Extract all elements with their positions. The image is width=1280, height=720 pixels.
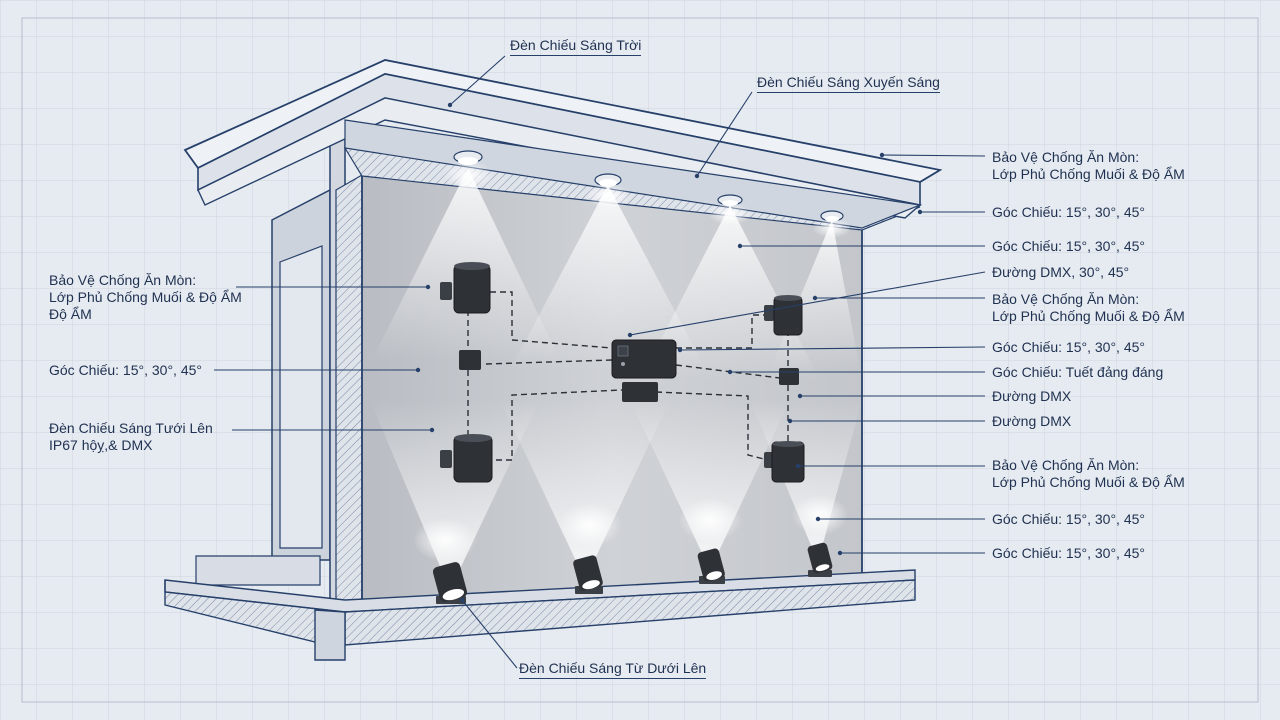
label-left-corrosion-line-3: Độ ẨM <box>49 306 92 322</box>
label-right-corrosion-3: Bảo Vệ Chống Ăn Mòn: Lớp Phủ Chống Muối … <box>992 457 1185 491</box>
downlight-fixture-1 <box>442 150 494 189</box>
label-right-corrosion-1-line-2: Lớp Phủ Chống Muối & Độ ẨM <box>992 166 1185 182</box>
label-left-wash: Đèn Chiếu Sáng Tưới Lên IP67 hộỵ,& DMX <box>49 420 213 454</box>
label-grazing-light: Đèn Chiếu Sáng Xuyến Sáng <box>757 74 940 93</box>
label-right-corrosion-1: Bảo Vệ Chống Ăn Mòn: Lớp Phủ Chống Muối … <box>992 149 1185 183</box>
label-right-angle-4: Góc Chiếu: 15°, 30°, 45° <box>992 511 1145 527</box>
ground-slab-edge <box>314 609 346 661</box>
junction-box-left <box>459 350 481 370</box>
downlight-fixture-3 <box>708 194 752 225</box>
wall-edge-hatch <box>335 173 363 613</box>
label-right-angle-1: Góc Chiếu: 15°, 30°, 45° <box>992 204 1145 220</box>
ground-uplight-2 <box>573 555 603 594</box>
label-left-corrosion: Bảo Vệ Chống Ăn Mòn: Lớp Phủ Chống Muối … <box>49 272 242 323</box>
uplight-beams <box>370 400 862 590</box>
label-right-dmx-1: Đường DMX <box>992 388 1072 404</box>
label-right-dmx-2: Đường DMX <box>992 413 1072 429</box>
label-right-corrosion-3-line-1: Bảo Vệ Chống Ăn Mòn: <box>992 457 1140 473</box>
label-right-corrosion-2-line-1: Bảo Vệ Chống Ăn Mòn: <box>992 291 1140 307</box>
side-doorway <box>279 245 323 549</box>
label-right-corrosion-3-line-2: Lớp Phủ Chống Muối & Độ ẨM <box>992 474 1185 490</box>
junction-box-right <box>779 368 799 385</box>
label-right-corrosion-1-line-1: Bảo Vệ Chống Ăn Mòn: <box>992 149 1140 165</box>
label-sky-light: Đèn Chiếu Sáng Trời <box>510 37 642 56</box>
wall-washer-bottom-left <box>440 434 493 483</box>
leader-lines <box>214 55 986 669</box>
label-left-corrosion-line-2: Lớp Phủ Chống Muối & Độ ẨM <box>49 289 242 305</box>
wall-washer-top-left <box>440 262 491 314</box>
wall-washer-bottom-right <box>764 441 805 483</box>
label-right-angle-2: Góc Chiếu: 15°, 30°, 45° <box>992 238 1145 254</box>
label-right-corrosion-2: Bảo Vệ Chống Ăn Mòn: Lớp Phủ Chống Muối … <box>992 291 1185 325</box>
roof-inner-band <box>344 119 923 229</box>
label-right-corrosion-2-line-2: Lớp Phủ Chống Muối & Độ ẨM <box>992 308 1185 324</box>
label-left-angle: Góc Chiếu: 15°, 30°, 45° <box>49 362 202 378</box>
label-left-corrosion-line-1: Bảo Vệ Chống Ăn Mòn: <box>49 272 197 288</box>
dmx-power-supply <box>622 382 658 402</box>
label-right-angle-tilt: Góc Chiếu: Tuết đảng đáng <box>992 364 1164 380</box>
label-left-wash-line-2: IP67 hộỵ,& DMX <box>49 437 153 453</box>
downlight-fixture-2 <box>584 173 632 208</box>
ground-uplight-1 <box>432 562 468 604</box>
ground-uplight-4 <box>807 542 833 577</box>
downlight-fixture-4 <box>812 210 852 238</box>
label-left-wash-line-1: Đèn Chiếu Sáng Tưới Lên <box>49 420 213 436</box>
label-right-angle-5: Góc Chiếu: 15°, 30°, 45° <box>992 545 1145 561</box>
label-right-dmx-angle: Đường DMX, 30°, 45° <box>992 264 1130 280</box>
ground-uplight-3 <box>697 548 725 584</box>
dmx-controller <box>611 339 677 379</box>
drawing-border <box>21 17 1259 703</box>
leader-arrowheads <box>415 102 923 603</box>
side-step <box>195 555 321 586</box>
label-right-angle-3: Góc Chiếu: 15°, 30°, 45° <box>992 339 1145 355</box>
label-uplight: Đèn Chiếu Sáng Từ Dưới Lên <box>519 660 707 679</box>
wall-washer-top-right <box>764 295 803 336</box>
